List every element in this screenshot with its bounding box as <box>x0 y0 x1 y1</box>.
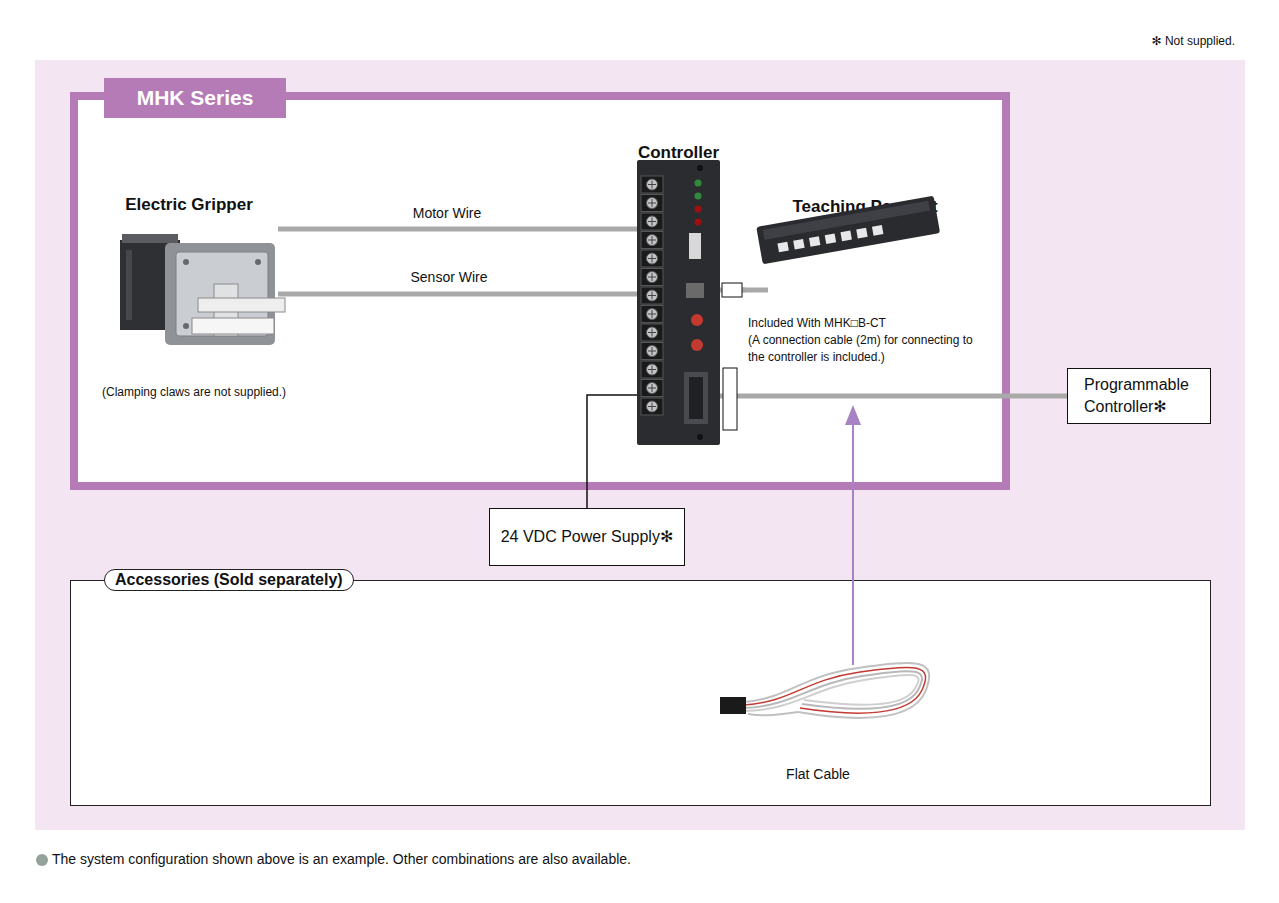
accessories-frame: Accessories (Sold separately) <box>70 580 1211 806</box>
note-text: The system configuration shown above is … <box>52 851 631 867</box>
series-frame: MHK SeriesElectric Gripper(Clamping claw… <box>70 92 1010 490</box>
series-tab: MHK Series <box>104 78 286 118</box>
footnote-mark: ✻ Not supplied. <box>1100 34 1235 48</box>
node-note: Included With MHK□B-CT <box>748 315 886 332</box>
gripper-unit: Electric Gripper(Clamping claws are not … <box>100 190 278 408</box>
external-box: Programmable Controller✻ <box>1067 368 1211 424</box>
wire-label: Motor Wire <box>387 204 507 222</box>
node-heading: Controller <box>627 142 730 164</box>
box-text: Programmable Controller✻ <box>1084 374 1209 418</box>
node-note: (Clamping claws are not supplied.) <box>102 383 286 401</box>
external-box: 24 VDC Power Supply✻ <box>489 508 685 566</box>
bullet-mark <box>36 854 48 866</box>
wire-label: Sensor Wire <box>389 268 509 286</box>
group-tab: Accessories (Sold separately) <box>104 569 354 591</box>
part-name: Flat Cable <box>768 766 868 782</box>
bullet-mark <box>36 854 48 866</box>
node-heading: Teaching Pendant <box>745 196 985 218</box>
node-note: (A connection cable (2m) for connecting … <box>748 332 980 366</box>
box-text: 24 VDC Power Supply✻ <box>490 509 684 565</box>
pendant-unit: Teaching PendantIncluded With MHK□B-CT(A… <box>745 192 1005 364</box>
node-heading: Electric Gripper <box>100 194 278 216</box>
controller-unit: Controller <box>637 140 720 445</box>
